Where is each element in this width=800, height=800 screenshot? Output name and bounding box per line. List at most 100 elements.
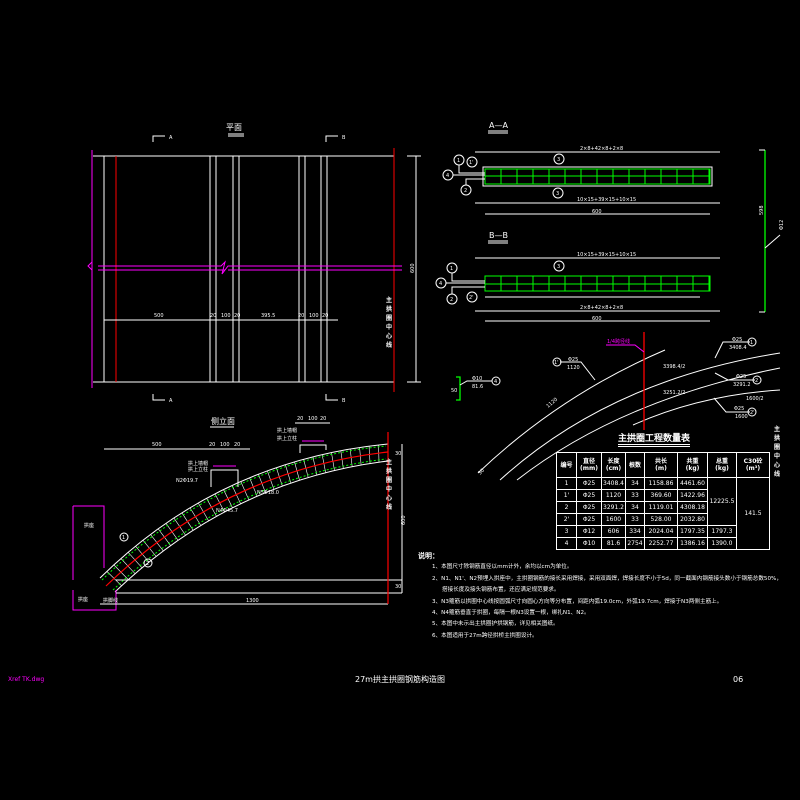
note-item: 搭接长度及接头钢筋布置，还应满足规范要求。 [442,587,560,594]
bar1-length: 3408.4 [729,345,747,351]
table-cell: 34 [625,477,645,490]
bar1p-along: 1120 [545,397,559,410]
section-bb: B—B 10×15+39×15+10×15 2×8+42×8+2×8 600 1… [435,231,720,322]
section-aa-total-dim: 600 [592,209,602,215]
n5-label: N5Φ18.0 [257,490,279,496]
col-header: 共长 (m) [644,452,678,478]
table-cell: 4 [556,537,577,550]
elevation-top-dim: 20 [320,416,326,422]
table-cell: 2 [556,501,577,514]
table-header-row: 编号 直径 (mm) 长度 (cm) 根数 共长 (m) 共重 (kg) 总重 … [556,452,770,478]
n2-label: N2Φ19.7 [176,478,198,484]
marker: 4 [439,281,442,287]
section-mark-a-top: A [169,135,173,141]
elevation-span-dim: 1300 [246,598,259,604]
plan-dim: 395.5 [261,313,275,319]
table-cell: 3408.4 [601,477,626,490]
elevation-centerline-label: 主拱圈中心线 [386,459,393,511]
bar-end-label: 30 [477,468,486,477]
section-mark-b-top: B [342,135,346,141]
stirrups-bb [500,276,710,291]
quantity-table: 编号 直径 (mm) 长度 (cm) 根数 共长 (m) 共重 (kg) 总重 … [556,452,770,550]
plan-dim: 20 [322,313,328,319]
elevation-marker: 2 [146,561,149,567]
section-aa: A—A 2×8+42×8+2×8 10×15+39×15+10×15 600 1… [442,121,720,215]
elevation-top-dim: 20 [297,416,303,422]
plan-dim: 20 [210,313,216,319]
sheet-number: 06 [733,675,743,684]
notes: 说明： 1、本图尺寸除钢筋直径以mm计外，余均以cm为单位。 2、N1、N1'、… [418,551,796,642]
abutment-label: 拱座 [78,596,88,603]
plan-dim: 500 [154,313,164,319]
table-cell: 2252.77 [644,537,678,550]
bar1p-dia: Φ25 [568,357,578,363]
table-cell: 1797.35 [677,525,708,538]
marker: 3 [557,264,560,270]
table-cell: 1' [556,489,577,502]
plan-width-dim: 600 [410,263,416,273]
table-cell: 2032.80 [677,513,708,526]
table-cell: 1386.16 [677,537,708,550]
table-cell: 1 [556,477,577,490]
plan-dim: 100 [309,313,319,319]
section-aa-title: A—A [489,121,508,130]
bar1p-marker: 1' [554,360,559,366]
table-cell: Φ25 [576,477,602,490]
plan-dim: 100 [221,313,231,319]
table-cell: 1422.96 [677,489,708,502]
n4-label: N4Φ45.7 [216,508,238,514]
col-header: 直径 (mm) [576,452,602,478]
table-cell: 3 [556,525,577,538]
elevation-rise-dim: 600 [401,515,407,525]
elevation-top-dim: 20 [209,442,215,448]
bar2p-marker: 2' [750,410,755,416]
col-header: C30砼 (m³) [736,452,770,478]
marker: 4 [446,173,449,179]
elevation-view: 侧立面 500 20 100 20 20 100 20 拱上墙帽 拱上立柱 拱上… [72,416,407,611]
table-cell: Φ25 [576,501,602,514]
break-line [98,260,402,275]
stirrup-n3-detail: 598 Φ12 [759,149,785,313]
marker: 1' [469,160,474,166]
table-cell: 12225.5 [707,477,737,526]
table-cell: 1600 [601,513,626,526]
table-cell: 2' [556,513,577,526]
bar2-length: 3291.2 [733,382,751,388]
wall-label: 拱上立柱 [277,435,297,442]
quantity-table-title: 主拱圈工程数量表 [618,431,691,447]
n4-length: 81.6 [472,384,483,390]
section-aa-bottom-dim: 10×15+39×15+10×15 [577,197,636,203]
wall-label: 拱上立柱 [188,466,208,473]
n3-length: 598 [759,205,765,215]
drawing-title: 27m拱主拱圈钢筋构造图 [355,674,445,684]
section-bb-total-dim: 600 [592,316,602,322]
n3-dia: Φ12 [779,220,785,230]
marker: 3 [557,157,560,163]
stirrups-aa [500,169,710,184]
note-item: 3、N3箍筋以拱圈中心线按圆弧尺寸向圆心方向等分布置，间距内弧19.0cm，外弧… [432,598,723,605]
elevation-marker: 1 [122,535,125,541]
table-cell: 4461.60 [677,477,708,490]
elevation-title: 侧立面 [211,416,235,426]
note-item: 4、N4箍筋垂直于拱圈，每隔一根N3设置一根，绑扎N1、N2。 [432,610,590,617]
marker: 2' [469,295,474,301]
abutment-label: 拱座 [84,522,94,529]
bar1-marker: 1 [750,340,753,346]
elevation-top-dim: 100 [308,416,318,422]
marker: 1 [457,158,460,164]
bar2-marker: 2 [755,378,758,384]
table-cell: Φ10 [576,537,602,550]
plan-centerline-label: 主拱圈中心线 [386,297,393,349]
plan-rebar-lines [103,156,328,382]
plan-view: 平面 A B A B 500 20 100 20 395.5 20 100 20 [87,123,421,404]
tie-n4-detail: 50 Φ10 81.6 4 [451,376,501,401]
plan-title: 平面 [226,123,242,132]
xref-label: Xref TK.dwg [8,676,44,683]
table-cell: 1120 [601,489,626,502]
table-cell: 606 [601,525,626,538]
col-header: 编号 [556,452,577,478]
table-cell: 1158.86 [644,477,678,490]
section-mark-a-bottom: A [169,398,173,404]
